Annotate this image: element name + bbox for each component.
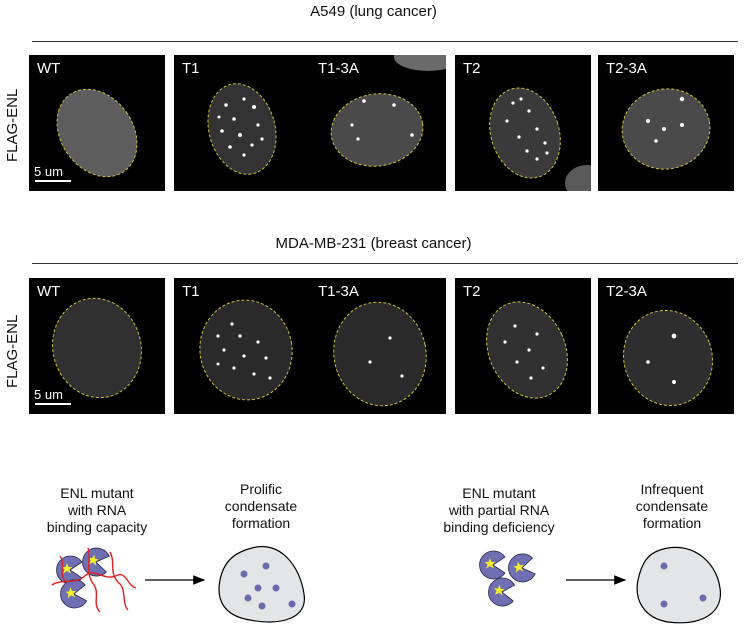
enl-protein-cluster-with-rna bbox=[51, 545, 137, 613]
micrograph-panel-t1-3a: T1-3A bbox=[310, 55, 446, 191]
caption-line: binding capacity bbox=[46, 519, 148, 535]
panel-label: WT bbox=[37, 283, 61, 300]
nucleus-image bbox=[199, 299, 293, 401]
section-title-a549: A549 (lung cancer) bbox=[310, 3, 437, 20]
nucleus-infrequent-condensates bbox=[636, 546, 721, 624]
caption-line: ENL mutant bbox=[60, 485, 134, 501]
enl-protein-cluster-without-rna bbox=[479, 550, 537, 608]
left-result-caption: Prolific condensate formation bbox=[196, 481, 326, 532]
nucleus-image bbox=[52, 297, 142, 399]
nucleus-image bbox=[489, 87, 591, 191]
caption-line: Infrequent bbox=[640, 481, 704, 497]
caption-line: formation bbox=[231, 515, 291, 531]
nucleus-prolific-condensates bbox=[218, 545, 305, 623]
panel-label: T2-3A bbox=[606, 60, 647, 77]
micrograph-panel-t2: T2 bbox=[455, 278, 591, 414]
panel-label: T2-3A bbox=[606, 283, 647, 300]
caption-line: binding deficiency bbox=[443, 519, 555, 535]
panel-label: T2 bbox=[463, 60, 481, 77]
caption-line: with RNA bbox=[67, 502, 127, 518]
section-title-mda-mb-231: MDA-MB-231 (breast cancer) bbox=[275, 235, 472, 252]
caption-line: condensate bbox=[635, 498, 709, 514]
caption-line: condensate bbox=[224, 498, 298, 514]
scale-bar-label: 5 um bbox=[34, 387, 63, 402]
caption-line: ENL mutant bbox=[462, 485, 536, 501]
right-result-caption: Infrequent condensate formation bbox=[607, 481, 737, 532]
panel-label: T2 bbox=[463, 283, 481, 300]
scale-bar bbox=[35, 403, 71, 405]
nucleus-image bbox=[207, 83, 277, 175]
micrograph-panel-wt: WT 5 um bbox=[29, 278, 165, 414]
row-label: FLAG-ENL bbox=[4, 88, 21, 162]
panel-label: T1-3A bbox=[318, 60, 359, 77]
scale-bar bbox=[35, 180, 71, 182]
section-divider bbox=[32, 41, 738, 42]
nucleus-image bbox=[330, 55, 446, 167]
caption-line: Prolific bbox=[239, 481, 282, 497]
caption-line: with partial RNA bbox=[448, 502, 550, 518]
scale-bar-label: 5 um bbox=[34, 164, 63, 179]
micrograph-panel-t1-3a: T1-3A bbox=[310, 278, 446, 414]
right-mutant-caption: ENL mutant with partial RNA binding defi… bbox=[434, 485, 564, 536]
panel-label: T1 bbox=[182, 60, 200, 77]
micrograph-panel-t2-3a: T2-3A bbox=[598, 278, 734, 414]
left-mutant-caption: ENL mutant with RNA binding capacity bbox=[32, 485, 162, 536]
section-divider bbox=[32, 263, 738, 264]
nucleus-image bbox=[333, 301, 427, 407]
panel-label: T1 bbox=[182, 283, 200, 300]
micrograph-panel-t2: T2 bbox=[455, 55, 591, 191]
micrograph-panel-t2-3a: T2-3A bbox=[598, 55, 734, 191]
row-label: FLAG-ENL bbox=[4, 314, 21, 388]
micrograph-panel-wt: WT 5 um bbox=[29, 55, 165, 191]
panel-label: T1-3A bbox=[318, 283, 359, 300]
panel-label: WT bbox=[37, 60, 61, 77]
nucleus-image bbox=[56, 88, 138, 178]
micrograph-panel-t1: T1 bbox=[174, 55, 310, 191]
nucleus-image bbox=[623, 309, 713, 407]
caption-line: formation bbox=[642, 515, 702, 531]
nucleus-image bbox=[621, 88, 711, 170]
micrograph-panel-t1: T1 bbox=[174, 278, 310, 414]
nucleus-image bbox=[486, 301, 568, 399]
